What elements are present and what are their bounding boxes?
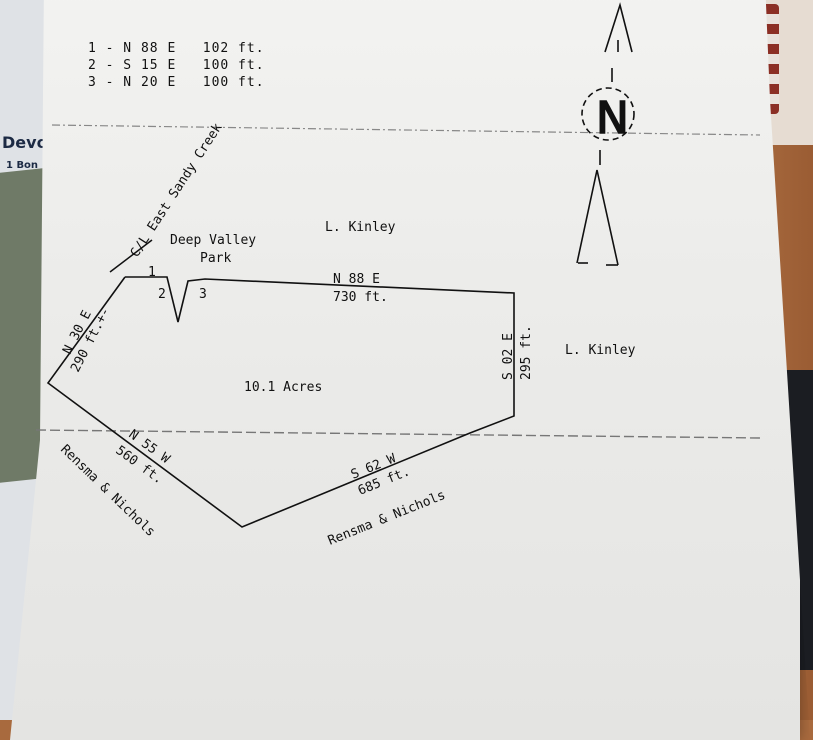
park-label-line2: Park <box>200 251 231 266</box>
neighbor-west-label: Rensma & Nichols <box>57 442 158 540</box>
creek-centerline <box>109 239 153 273</box>
kinley-top-label: L. Kinley <box>325 220 396 235</box>
east-side-length: 295 ft. <box>519 325 534 380</box>
bearing-row-3: 3 - N 20 E 100 ft. <box>88 75 265 90</box>
area-label: 10.1 Acres <box>244 380 322 395</box>
segment-number-3: 3 <box>199 287 207 302</box>
bearing-row-1: 1 - N 88 E 102 ft. <box>88 41 265 56</box>
survey-paper <box>10 0 800 740</box>
north-label: N <box>596 93 629 144</box>
kinley-right-label: L. Kinley <box>565 343 636 358</box>
park-label-line1: Deep Valley <box>170 233 256 248</box>
parcel-boundary <box>46 276 515 528</box>
bearing-row-2: 2 - S 15 E 100 ft. <box>88 58 265 73</box>
segment-number-2: 2 <box>158 287 166 302</box>
east-side-bearing: S 02 E <box>501 333 516 380</box>
north-side-length: 730 ft. <box>333 290 388 305</box>
segment-number-1: 1 <box>148 265 156 280</box>
north-arrow-icon <box>576 2 635 266</box>
fold-line-top <box>51 124 761 136</box>
booklet-subtitle: 1 Bon <box>6 160 39 171</box>
booklet-title: Devo <box>2 133 48 152</box>
bearing-table: 1 - N 88 E 102 ft. 2 - S 15 E 100 ft. 3 … <box>88 40 265 91</box>
fold-line-middle <box>35 429 761 439</box>
north-side-bearing: N 88 E <box>333 272 380 287</box>
plat-diagram: N C/L East Sandy Creek 1 2 3 Deep Valley… <box>35 2 761 549</box>
neighbor-south-label: Rensma & Nichols <box>326 488 448 549</box>
